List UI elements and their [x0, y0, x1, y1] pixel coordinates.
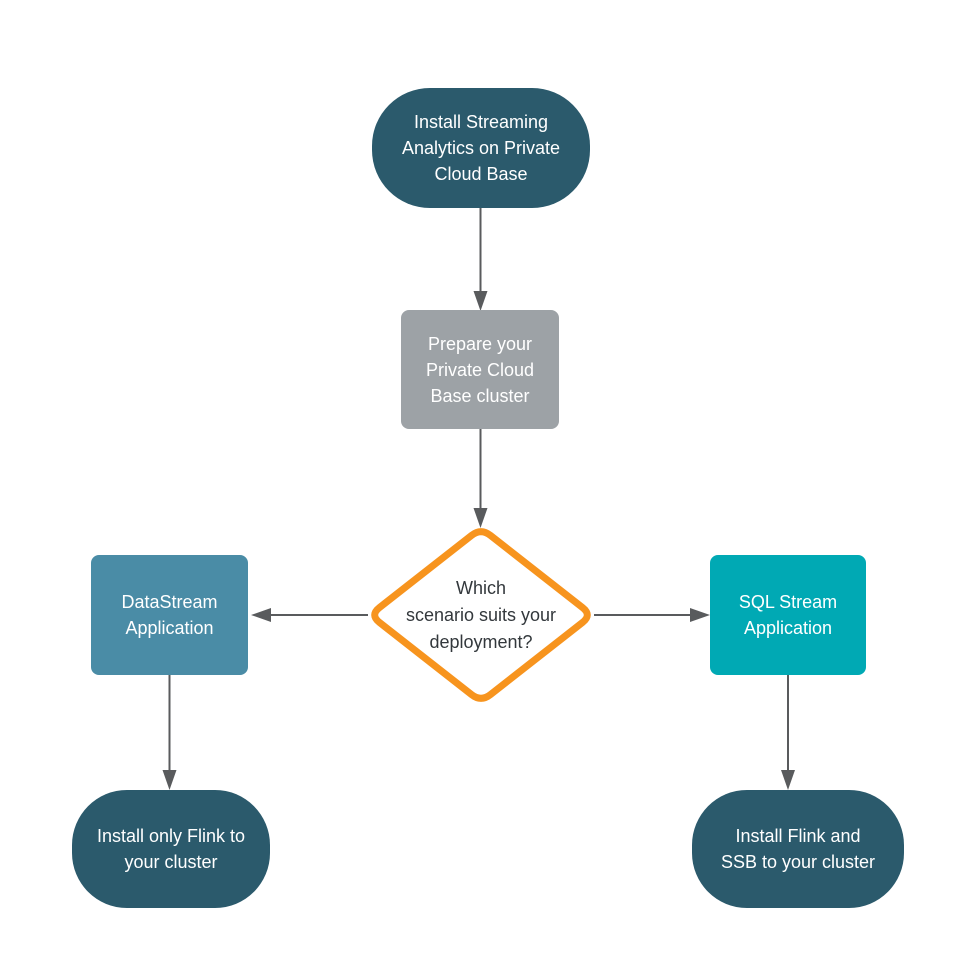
node-label-line: Base cluster	[430, 385, 530, 406]
arrow-head	[251, 608, 271, 622]
node-label: Install only Flink to your cluster	[97, 823, 245, 875]
node-label-line: your cluster	[124, 852, 218, 872]
node-label-line: deployment?	[429, 632, 533, 652]
node-prepare-cluster: Prepare your Private Cloud Base cluster	[401, 310, 559, 429]
node-label-line: Analytics on Private	[401, 138, 561, 158]
node-label: Install Streaming Analytics on Private C…	[402, 109, 560, 187]
arrow-start-to-prepare	[473, 208, 488, 311]
node-label: DataStream Application	[121, 589, 217, 641]
arrow-decision-to-sqlstream	[594, 608, 710, 622]
node-sql-stream-application: SQL Stream Application	[710, 555, 866, 675]
node-label: Prepare your Private Cloud Base cluster	[426, 331, 534, 409]
node-label-line: Prepare your	[427, 333, 533, 354]
node-label-line: Install Flink and	[735, 826, 861, 846]
arrow-head	[162, 770, 177, 790]
node-install-streaming-analytics: Install Streaming Analytics on Private C…	[372, 88, 590, 208]
node-label-line: Cloud Base	[434, 164, 528, 184]
node-label-line: Application	[125, 618, 214, 638]
node-decision-label: Which scenario suits your deployment?	[381, 575, 581, 656]
node-label-line: SQL Stream	[738, 592, 838, 612]
arrow-head	[473, 508, 488, 528]
arrow-head	[690, 608, 710, 622]
node-label-line: Private Cloud	[425, 359, 535, 380]
arrow-decision-to-datastream	[251, 608, 368, 622]
node-label-line: SSB to your cluster	[720, 852, 876, 872]
arrow-prepare-to-decision	[473, 429, 488, 528]
arrow-head	[781, 770, 795, 790]
decision-diamond-shape	[371, 528, 591, 702]
node-label-line: scenario suits your	[405, 605, 557, 625]
arrow-datastream-to-install-flink	[162, 675, 177, 790]
node-label-line: Install only Flink to	[96, 826, 246, 846]
node-label: SQL Stream Application	[739, 589, 837, 641]
node-install-flink-and-ssb: Install Flink and SSB to your cluster	[692, 790, 904, 908]
node-label-line: Application	[743, 618, 833, 638]
node-label-line: DataStream	[121, 592, 218, 612]
arrow-head	[473, 291, 488, 311]
node-label-line: Which	[455, 578, 506, 598]
arrow-sqlstream-to-install-flink-ssb	[781, 675, 795, 790]
node-datastream-application: DataStream Application	[91, 555, 248, 675]
node-label-line: Install Streaming	[413, 112, 549, 132]
node-label: Install Flink and SSB to your cluster	[721, 823, 875, 875]
node-install-only-flink: Install only Flink to your cluster	[72, 790, 270, 908]
